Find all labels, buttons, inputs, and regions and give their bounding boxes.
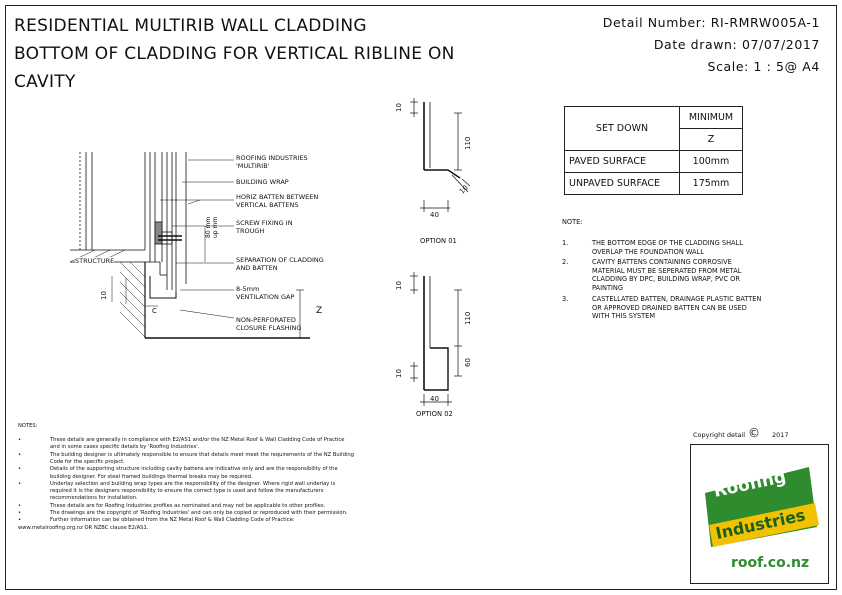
date-drawn: Date drawn: 07/07/2017 [653, 37, 820, 52]
note-line: CAVITY BATTENS CONTAINING CORROSIVE [592, 258, 732, 266]
option2-dim-bottom: 40 [430, 395, 439, 403]
roofing-industries-logo: Roofing Industries roof.co.nz [705, 467, 819, 571]
option1-dim-bottom: 40 [430, 211, 439, 219]
label-ventilation-gap: VENTILATION GAP [236, 293, 295, 301]
option2-dim-top: 10 [395, 281, 403, 290]
note-line: OVERLAP THE FOUNDATION WALL [592, 247, 704, 256]
row-value: 175mm [679, 172, 743, 195]
label-trough: TROUGH [236, 227, 265, 235]
note-bullet: • [18, 510, 22, 516]
scale: Scale: 1 : 5@ A4 [707, 59, 820, 74]
note-line: These details are generally in complianc… [50, 437, 345, 443]
note-line: recommendations for installation. [50, 495, 138, 502]
label-vertical-battens: VERTICAL BATTENS [236, 201, 299, 209]
row-label: PAVED SURFACE [564, 150, 680, 173]
option2-dim-side: 110 [464, 311, 472, 325]
note-line: Details of the supporting structure incl… [50, 466, 338, 473]
note-bullet: • [18, 437, 22, 443]
note-bullet: • [18, 480, 22, 487]
note-line: and in some cases specific details by 'R… [50, 444, 200, 451]
notes-bottom-heading: NOTES: [18, 423, 38, 429]
note-line: The drawings are the copyright of 'Roofi… [50, 510, 348, 516]
notes-right-heading: NOTE: [562, 218, 583, 226]
detail-number: Detail Number: RI-RMRW005A-1 [602, 15, 820, 30]
label-horiz-batten: HORIZ BATTEN BETWEEN [236, 193, 319, 201]
dim-c: C [152, 307, 157, 315]
option2-label: OPTION 02 [416, 410, 453, 418]
note-line: Underlay selection and building wrap typ… [50, 480, 336, 487]
option1-label: OPTION 01 [420, 237, 457, 245]
note-line: These details are for Roofing Industries… [50, 502, 326, 509]
note-line: THE BOTTOM EDGE OF THE CLADDING SHALL [592, 239, 743, 247]
note-line: Further information can be obtained from… [50, 517, 295, 524]
label-closure-flashing: CLOSURE FLASHING [236, 324, 302, 332]
note-number: 2. [562, 258, 569, 266]
setdown-header: SET DOWN [564, 106, 680, 151]
option2-dim-low: 10 [395, 369, 403, 378]
label-roofing-industries: ROOFING INDUSTRIES [236, 154, 308, 162]
note-line: MATERIAL MUST BE SEPERATED FROM METAL [592, 266, 742, 275]
note-line: Code for the specific project. [50, 458, 125, 465]
label-multirib: 'MULTIRIB' [236, 162, 270, 170]
copyright-text: Copyright detail [693, 431, 746, 439]
label-non-perforated: NON-PERFORATED [236, 316, 296, 324]
copyright-icon: © [748, 426, 760, 440]
note-bullet: • [18, 466, 22, 473]
note-line: CLADDING BY DPC, BUILDING WRAP, PVC OR [592, 275, 740, 284]
title-line-3: CAVITY [14, 72, 76, 92]
row-value: 100mm [679, 150, 743, 173]
logo-box: Roofing Industries roof.co.nz [690, 444, 829, 584]
label-separation: SEPARATION OF CLADDING [236, 256, 324, 264]
label-and-batten: AND BATTEN [236, 264, 278, 272]
note-line: required it is the designers responsibil… [50, 488, 324, 495]
minimum-header: MINIMUM [679, 106, 743, 129]
note-line: OR APPROVED DRAINED BATTEN CAN BE USED [592, 303, 747, 312]
note-number: 3. [562, 295, 569, 303]
z-header: Z [679, 128, 743, 151]
note-bullet: • [18, 517, 22, 524]
label-vent-size: 8-5mm [236, 285, 260, 293]
table-row: UNPAVED SURFACE 175mm [564, 172, 743, 195]
label-building-wrap: BUILDING WRAP [236, 178, 289, 186]
label-structure: STRUCTURE [75, 257, 115, 265]
row-label: UNPAVED SURFACE [564, 172, 680, 195]
note-line: WITH THIS SYSTEM [592, 312, 656, 321]
note-bullet: • [18, 451, 22, 458]
note-line: PAINTING [592, 283, 623, 292]
dim-z: Z [316, 306, 323, 316]
option2-dim-mid: 60 [464, 358, 472, 367]
note-line: The building designer is ultimately resp… [50, 451, 354, 458]
label-screw-fixing: SCREW FIXING IN [236, 219, 293, 227]
setdown-table: SET DOWN MINIMUM Z PAVED SURFACE 100mm U… [564, 106, 743, 195]
copyright-year: 2017 [772, 431, 789, 439]
logo-url: roof.co.nz [731, 555, 809, 571]
title-line-1: RESIDENTIAL MULTIRIB WALL CLADDING [14, 16, 367, 36]
table-row: PAVED SURFACE 100mm [564, 150, 743, 173]
title-line-2: BOTTOM OF CLADDING FOR VERTICAL RIBLINE … [14, 44, 455, 64]
note-line: www.metalroofing.org.nz OR NZBC clause E… [18, 524, 149, 531]
note-number: 1. [562, 239, 569, 247]
note-bullet: • [18, 502, 22, 509]
note-line: building designer. For steel framed buil… [50, 473, 253, 480]
note-line: CASTELLATED BATTEN, DRAINAGE PLASTIC BAT… [592, 295, 762, 303]
